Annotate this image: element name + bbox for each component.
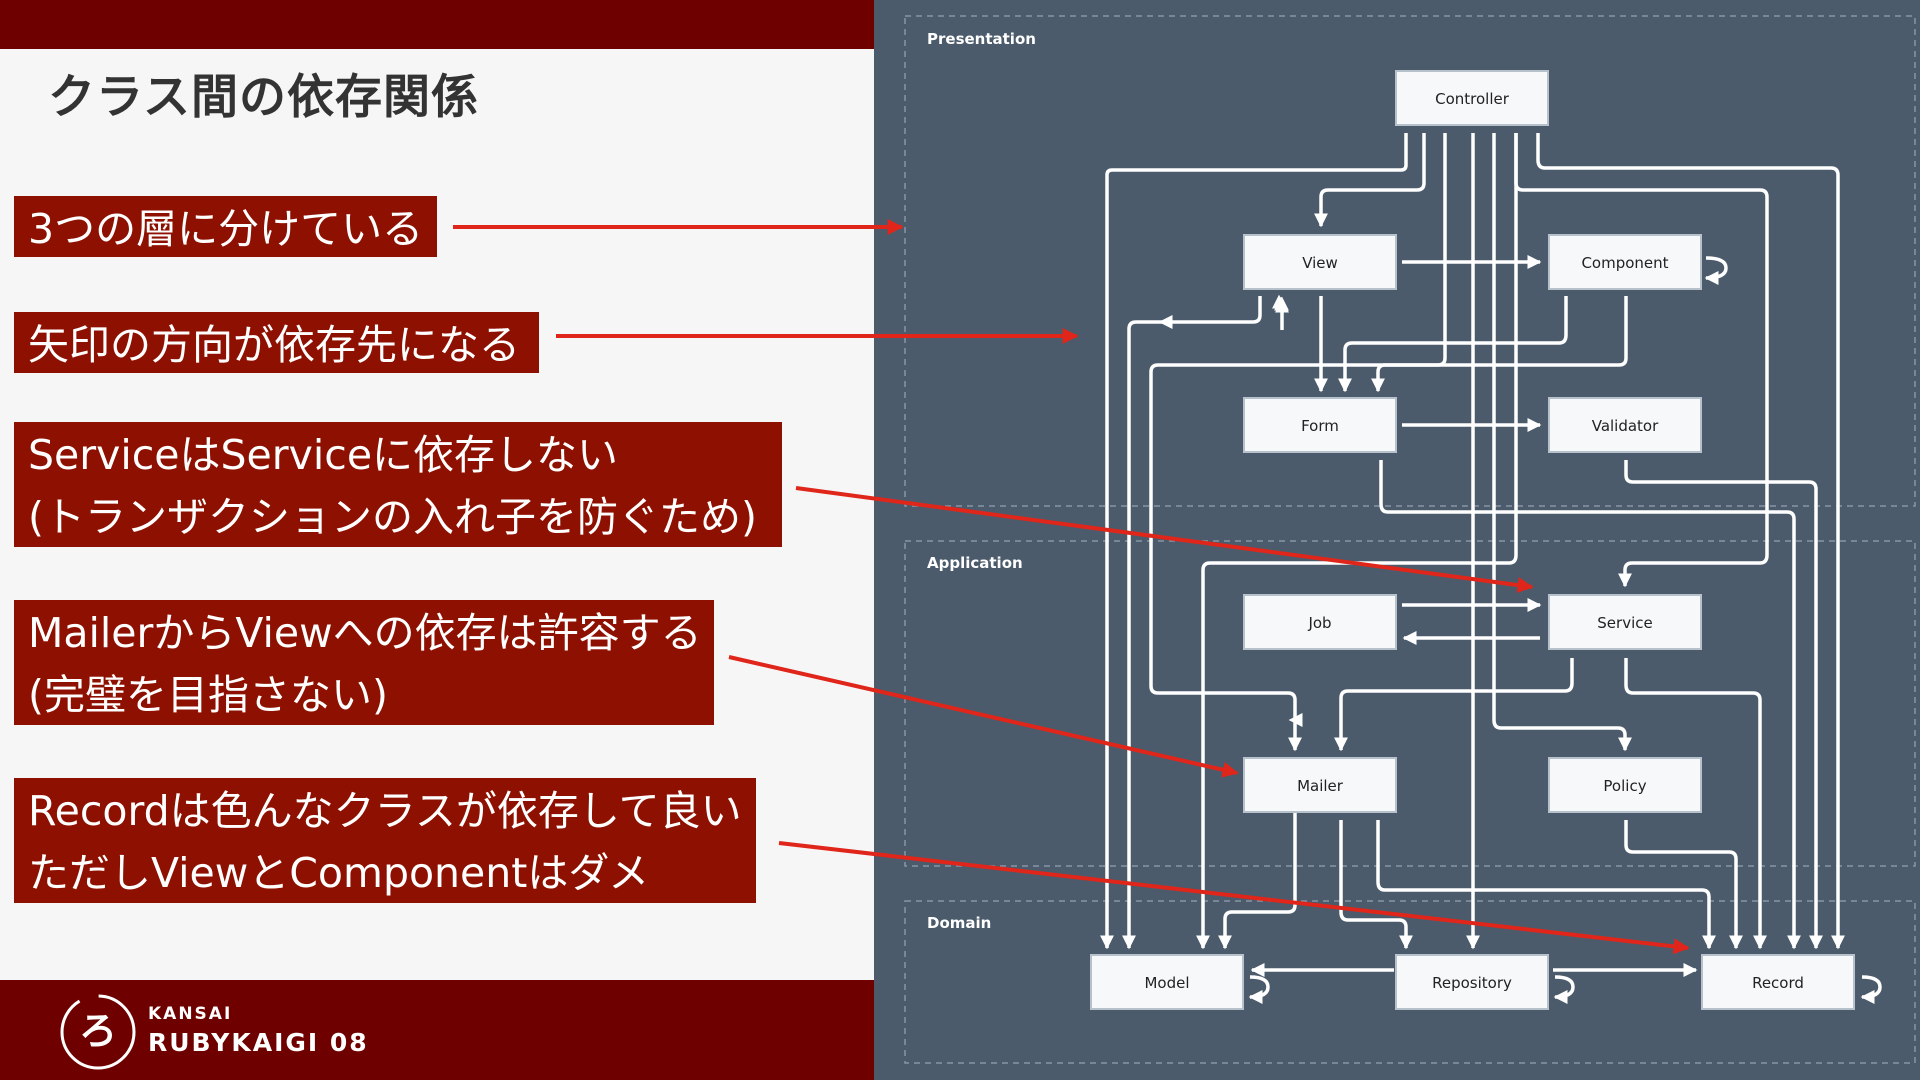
layer-label-application: Application — [927, 554, 1023, 572]
node-component-box — [1548, 234, 1702, 290]
arrow-repository-self — [1553, 975, 1575, 1004]
note-line: (完璧を目指さない) — [28, 671, 388, 719]
footer-bar — [0, 980, 874, 1080]
arrow-validator-record — [1624, 460, 1823, 950]
arrow-controller-record — [1536, 133, 1845, 950]
node-job-box — [1243, 594, 1397, 650]
node-form-box — [1243, 397, 1397, 453]
node-record-box — [1701, 954, 1855, 1010]
node-component: Component — [1581, 254, 1668, 272]
arrow-record-self — [1860, 975, 1882, 1004]
node-validator-box — [1548, 397, 1702, 453]
node-policy-box — [1548, 757, 1702, 813]
layer-label-presentation: Presentation — [927, 30, 1036, 48]
arrow-policy-record — [1624, 820, 1743, 950]
note-line: Recordは色んなクラスが依存して良い — [28, 787, 742, 835]
diagram-nodes: Controller View Component Form Validator… — [1090, 70, 1855, 1010]
layer-label-domain: Domain — [927, 914, 991, 932]
arrow-mailer-record — [1376, 820, 1716, 950]
note-layers: 3つの層に分けている — [14, 196, 437, 257]
slide-title: クラス間の依存関係 — [48, 70, 480, 125]
node-model: Model — [1144, 974, 1189, 992]
arrow-component-mailer — [1149, 296, 1628, 752]
note-line: 3つの層に分けている — [28, 205, 424, 253]
note-line: ただしViewとComponentはダメ — [28, 849, 650, 897]
application-layer-frame — [904, 540, 1916, 867]
logo-kansai-text: KANSAI — [148, 1004, 233, 1024]
node-service: Service — [1597, 614, 1652, 632]
arrow-view-model — [1122, 296, 1262, 950]
node-policy: Policy — [1603, 777, 1646, 795]
arrow-component-form — [1338, 296, 1568, 393]
note-line: ServiceはServiceに依存しない — [28, 431, 619, 479]
note-line: MailerからViewへの依存は許容する — [28, 609, 702, 657]
node-record: Record — [1752, 974, 1804, 992]
red-arrow-record — [778, 841, 1690, 955]
arrow-mailer-repository — [1339, 820, 1413, 950]
node-form: Form — [1301, 417, 1339, 435]
node-controller-box — [1395, 70, 1549, 126]
node-service-box — [1548, 594, 1702, 650]
domain-layer-frame — [904, 900, 1916, 1064]
node-job: Job — [1307, 614, 1331, 632]
arrow-form-record — [1379, 460, 1801, 950]
note-arrow-direction: 矢印の方向が依存先になる — [14, 312, 539, 373]
node-controller: Controller — [1435, 90, 1510, 108]
node-mailer-box — [1243, 757, 1397, 813]
arrow-controller-view — [1314, 133, 1426, 228]
arrow-placeholder — [1160, 704, 1298, 750]
diagram-panel — [874, 0, 1920, 1080]
node-view-box — [1243, 234, 1397, 290]
arrow-controller-service — [1514, 133, 1769, 588]
logo-rubykaigi-text: RUBYKAIGI 08 — [148, 1028, 369, 1057]
arrow-mailer-model — [1218, 812, 1297, 950]
presentation-layer-frame — [904, 15, 1916, 507]
note-record-rule: Recordは色んなクラスが依存して良い ただしViewとComponentはダ… — [14, 778, 756, 903]
arrow-model-self — [1248, 975, 1270, 1004]
arrow-controller-model — [1100, 133, 1408, 950]
red-arrow-mailer — [728, 655, 1239, 778]
node-repository: Repository — [1432, 974, 1512, 992]
arrow-service-mailer — [1334, 658, 1574, 752]
note-service-rule: ServiceはServiceに依存しない (トランザクションの入れ子を防ぐため… — [14, 422, 782, 547]
note-mailer-rule: MailerからViewへの依存は許容する (完璧を目指さない) — [14, 600, 714, 725]
node-view: View — [1302, 254, 1338, 272]
arrow-component-self — [1704, 256, 1728, 285]
red-arrow-service — [795, 486, 1534, 594]
node-repository-box — [1395, 954, 1549, 1010]
top-bar — [0, 0, 874, 49]
node-validator: Validator — [1592, 417, 1659, 435]
note-line: 矢印の方向が依存先になる — [28, 321, 520, 369]
arrow-controller-policy — [1492, 133, 1632, 752]
rubykaigi-logo-icon: ろ — [60, 994, 136, 1070]
svg-text:ろ: ろ — [79, 1009, 117, 1053]
note-line: (トランザクションの入れ子を防ぐため) — [28, 493, 757, 541]
node-model-box — [1090, 954, 1244, 1010]
arrow-service-record — [1624, 658, 1767, 950]
node-mailer: Mailer — [1297, 777, 1344, 795]
